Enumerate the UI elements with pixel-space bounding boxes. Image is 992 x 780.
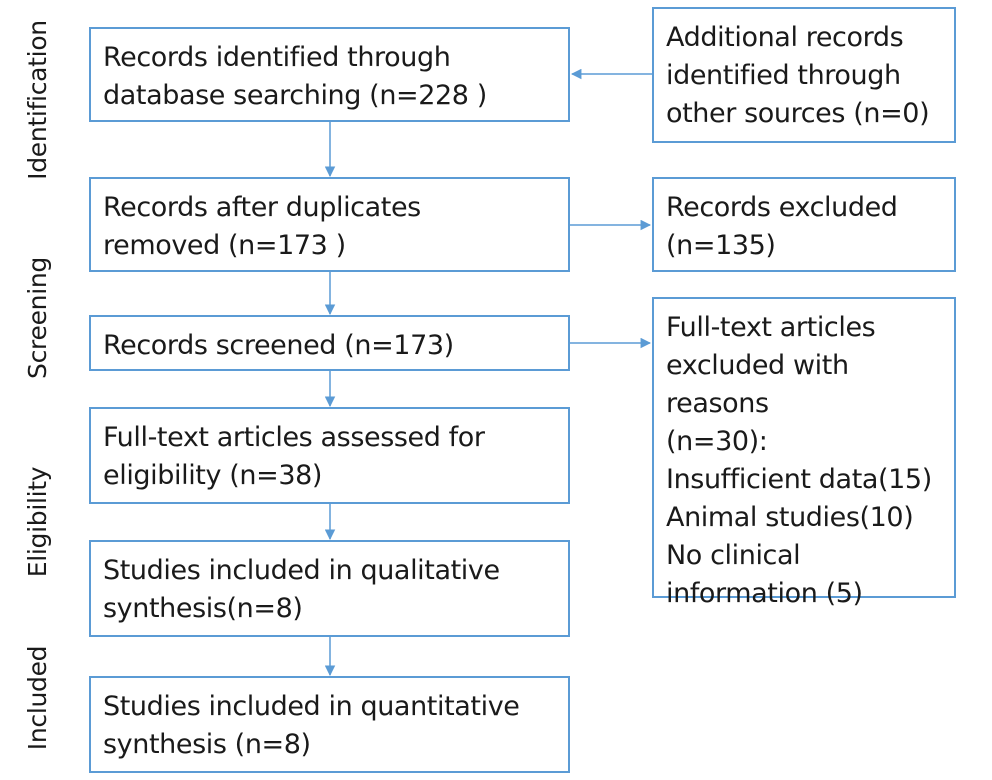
box-additional-records: Additional records identified through ot… [652,7,956,143]
stage-label-included: Included [23,645,52,751]
stage-label-eligibility: Eligibility [23,466,52,578]
box-records-excluded: Records excluded (n=135) [652,177,956,272]
stage-label-screening: Screening [23,257,52,379]
box-studies-quantitative: Studies included in quantitative synthes… [89,676,570,773]
box-fulltext-assessed: Full-text articles assessed for eligibil… [89,407,570,504]
box-records-identified-database: Records identified through database sear… [89,27,570,122]
box-studies-qualitative: Studies included in qualitative synthesi… [89,540,570,637]
box-fulltext-excluded: Full-text articles excluded with reasons… [652,297,956,609]
stage-label-identification: Identification [23,20,52,180]
box-records-screened: Records screened (n=173) [89,315,570,371]
box-records-after-duplicates: Records after duplicates removed (n=173 … [89,177,570,272]
